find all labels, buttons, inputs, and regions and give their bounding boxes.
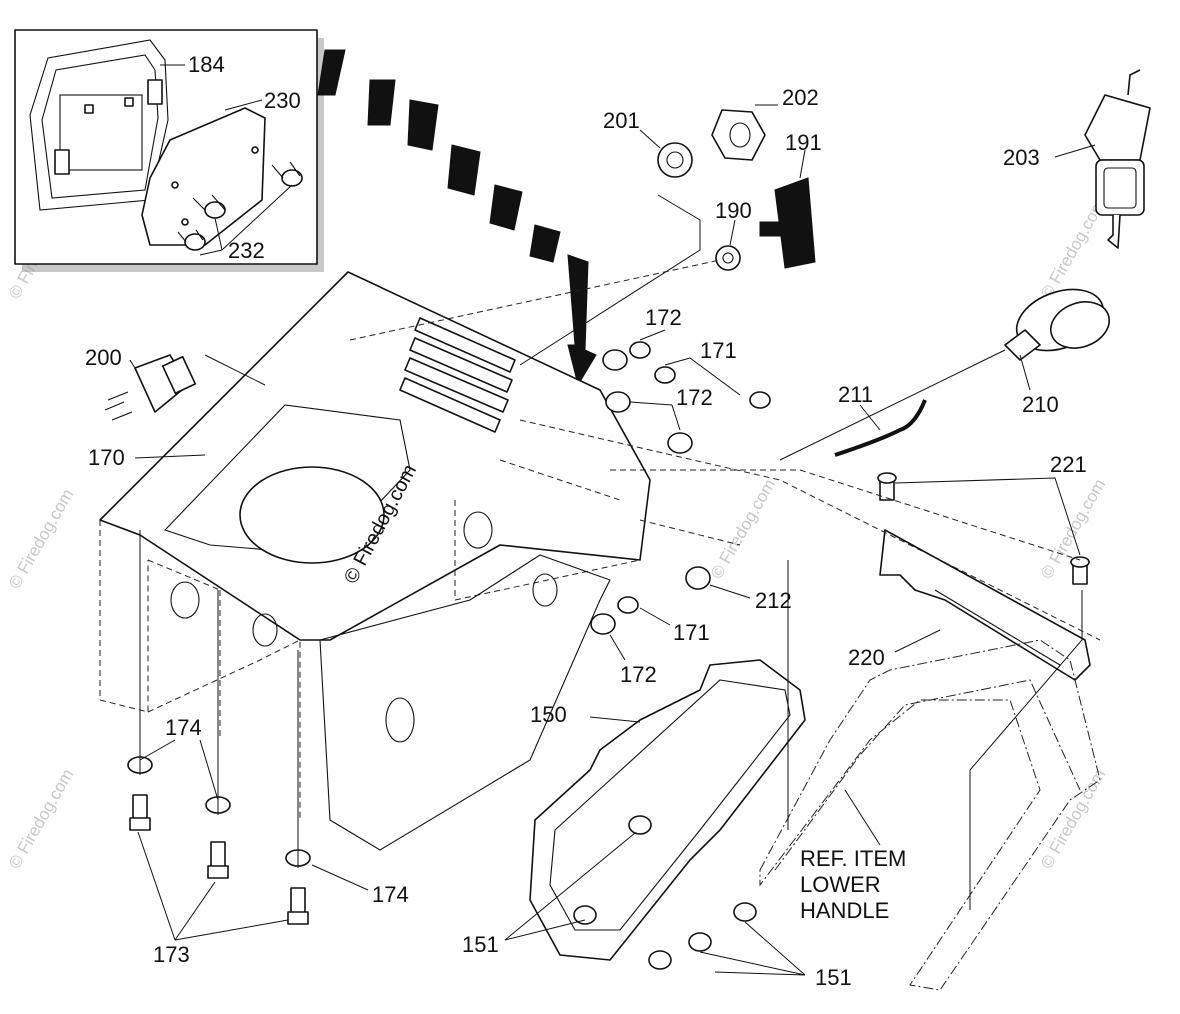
callout-202: 202 <box>782 85 819 110</box>
callout-171-lower: 171 <box>673 620 710 645</box>
callout-212: 212 <box>755 588 792 613</box>
auger-knob-210: 210 <box>779 288 1110 461</box>
bushing-212: 212 <box>685 566 792 613</box>
callout-171-upper: 171 <box>700 338 737 363</box>
callout-210: 210 <box>1022 392 1059 417</box>
callout-150: 150 <box>530 702 567 727</box>
cable-211: 211 <box>834 382 927 457</box>
shroud-150: 150 <box>529 659 806 961</box>
callout-221: 221 <box>1050 452 1087 477</box>
callout-174-lower: 174 <box>372 882 409 907</box>
callout-232: 232 <box>228 238 265 263</box>
callout-200: 200 <box>85 345 122 370</box>
callout-172-lower: 172 <box>620 662 657 687</box>
key-203: 203 <box>1003 69 1151 249</box>
callout-151-left: 151 <box>462 932 499 957</box>
watermark-left-bottom: © Firedog.com <box>5 766 77 872</box>
ignition-switch-200: 200 <box>85 345 266 421</box>
callout-170: 170 <box>88 445 125 470</box>
callout-172-mid: 172 <box>676 385 713 410</box>
housing-170: © Firedog.com <box>99 271 651 851</box>
callout-220: 220 <box>848 645 885 670</box>
note-line-3: HANDLE <box>800 898 889 923</box>
detail-arrow <box>317 49 597 387</box>
screws-151: 151 151 <box>462 815 852 990</box>
callout-172-upper: 172 <box>645 305 682 330</box>
callout-184: 184 <box>188 52 225 77</box>
watermark-left-mid: © Firedog.com <box>5 486 77 592</box>
callout-151-right: 151 <box>815 965 852 990</box>
inset-detail: 184 230 232 <box>14 29 324 272</box>
assembly-lines <box>349 259 1101 641</box>
note-line-1: REF. ITEM <box>800 846 906 871</box>
callout-191: 191 <box>785 130 822 155</box>
callout-173: 173 <box>153 942 190 967</box>
callout-211: 211 <box>838 382 873 407</box>
bracket-220: 221 220 <box>848 452 1091 681</box>
hardware-top: 201 202 191 190 <box>519 85 822 366</box>
fasteners-upper: 172 171 172 <box>602 305 771 454</box>
note-line-2: LOWER <box>800 872 881 897</box>
fasteners-lower: 171 172 <box>590 596 710 687</box>
callout-190: 190 <box>715 198 752 223</box>
screw-icon <box>177 161 303 251</box>
callout-203: 203 <box>1003 145 1040 170</box>
lower-handle-reference: REF. ITEM LOWER HANDLE <box>759 560 1101 991</box>
callout-201: 201 <box>603 108 640 133</box>
callout-174-upper: 174 <box>165 715 202 740</box>
callout-230: 230 <box>264 88 301 113</box>
watermark-right-bottom: © Firedog.com <box>1037 766 1109 872</box>
watermark-center: © Firedog.com <box>707 476 779 582</box>
bolts-173: 174 174 173 <box>127 530 409 967</box>
